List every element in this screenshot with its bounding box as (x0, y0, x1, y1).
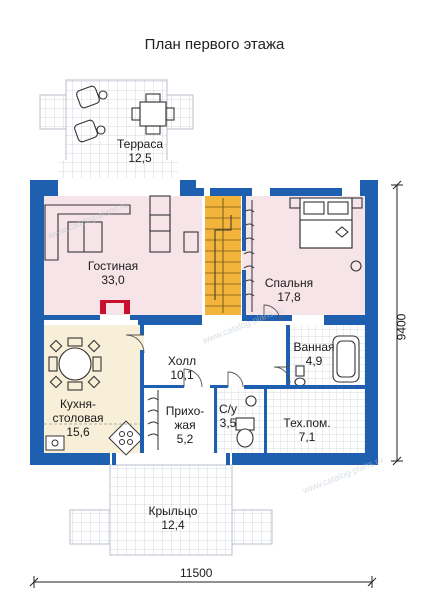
room-tech: Тех.пом. 7,1 (283, 416, 330, 444)
room-entry: Прихо- жая 5,2 (166, 404, 205, 446)
room-hall: Холл 10,1 (168, 354, 196, 382)
room-area: 12,5 (128, 151, 152, 165)
exterior-walls (30, 180, 378, 465)
room-area: 7,1 (298, 430, 316, 444)
interior-walls (44, 196, 365, 453)
room-area: 17,8 (277, 290, 301, 304)
room-name: С/у (219, 402, 237, 416)
sink-icon (45, 435, 65, 451)
tech-room-fill (264, 387, 365, 453)
room-area: 15,6 (66, 425, 90, 439)
dimension-depth-label: 9400 (394, 313, 409, 341)
room-name-line1: Прихо- (165, 404, 205, 418)
dimension-depth (391, 180, 403, 466)
room-name: Крыльцо (148, 504, 198, 518)
room-kitchen: Кухня- столовая 15,6 (53, 397, 104, 439)
room-wc: С/у 3,5 (219, 402, 237, 430)
fireplace-icon (100, 300, 130, 314)
room-name: Холл (167, 354, 197, 368)
room-name-line2: жая (174, 418, 196, 432)
room-name: Гостиная (87, 259, 139, 273)
room-area: 10,1 (170, 368, 194, 382)
hall-fill (144, 325, 288, 387)
stove-icon (108, 420, 144, 456)
sofa-icon (44, 195, 199, 261)
room-area: 5,2 (176, 432, 194, 446)
armchair-icon (74, 85, 108, 143)
porch (69, 453, 273, 556)
terrace (39, 79, 194, 178)
dining-table-icon (131, 93, 175, 135)
room-area: 33,0 (101, 273, 125, 287)
doors (125, 304, 291, 388)
room-name: Терраса (116, 137, 164, 151)
room-area: 4,9 (305, 354, 323, 368)
dimension-width (29, 576, 377, 588)
stair-icon (205, 196, 241, 315)
living-room-fill (44, 196, 202, 315)
room-name-line1: Кухня- (59, 397, 97, 411)
page-title: План первого этажа (144, 36, 285, 53)
wardrobe-icon (147, 390, 159, 450)
bathtub-icon (332, 335, 360, 383)
dimension-width-label: 11500 (180, 566, 213, 580)
room-name: Спальня (264, 276, 314, 290)
room-area: 3,5 (219, 416, 237, 430)
room-living: Гостиная 33,0 (88, 259, 138, 287)
room-name: Ванная (293, 340, 335, 354)
room-bedroom: Спальня 17,8 (265, 276, 313, 304)
room-name-line2: столовая (52, 411, 104, 425)
room-porch: Крыльцо 12,4 (149, 504, 198, 532)
room-name: Тех.пом. (283, 416, 331, 430)
bed-icon (289, 197, 363, 272)
dining-table-icon (48, 337, 102, 391)
room-terrace: Терраса 12,5 (117, 137, 163, 165)
room-area: 12,4 (161, 518, 185, 532)
wardrobe-icon (243, 200, 255, 312)
room-bathroom: Ванная 4,9 (293, 340, 334, 368)
